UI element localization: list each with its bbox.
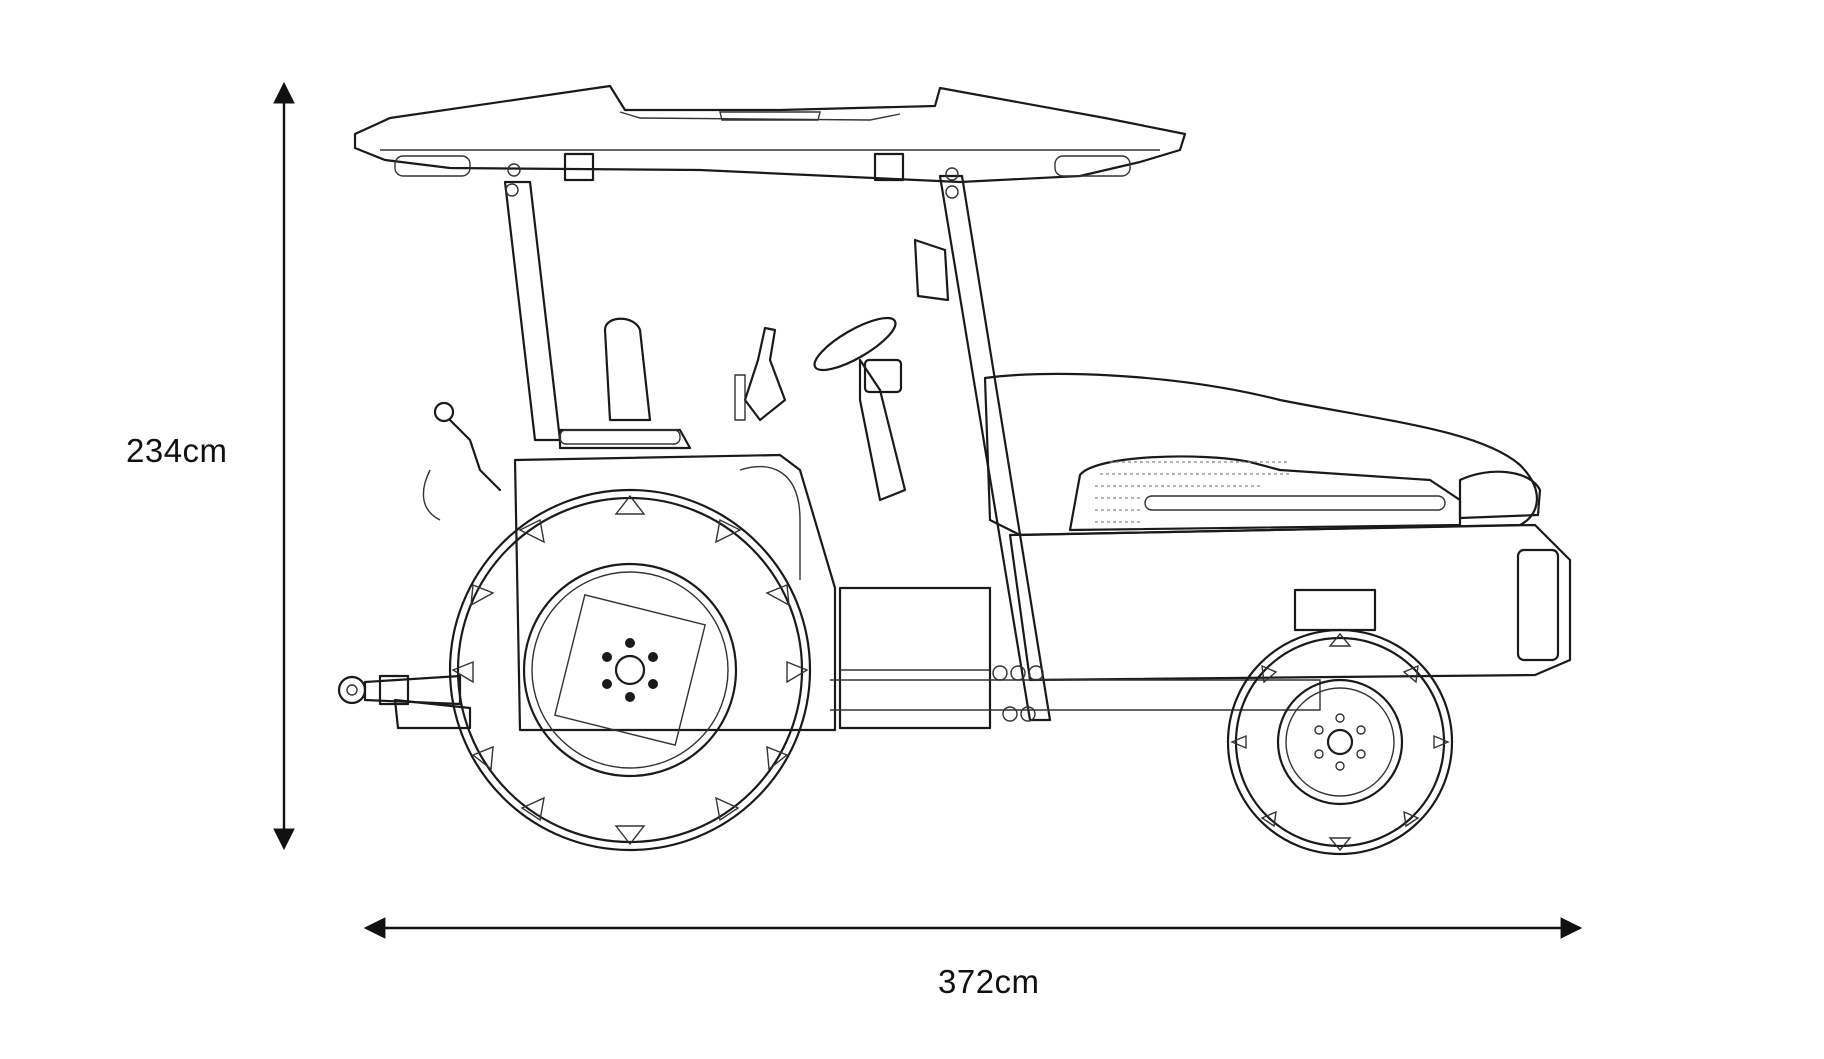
seat — [558, 317, 692, 450]
hood-vent-grille — [1095, 461, 1290, 523]
canopy — [353, 84, 1187, 184]
front-wheel — [1226, 628, 1454, 856]
hood — [983, 372, 1542, 537]
rear-wheel — [448, 488, 812, 852]
width-dimension-label: 372cm — [938, 963, 1040, 1000]
joystick — [734, 326, 787, 422]
height-dimension-label: 234cm — [126, 432, 228, 469]
rear-hitch — [337, 401, 502, 730]
display-screen — [913, 238, 950, 302]
steering-wheel — [813, 316, 907, 502]
chassis — [513, 453, 1572, 732]
rops-frame — [503, 163, 1052, 722]
